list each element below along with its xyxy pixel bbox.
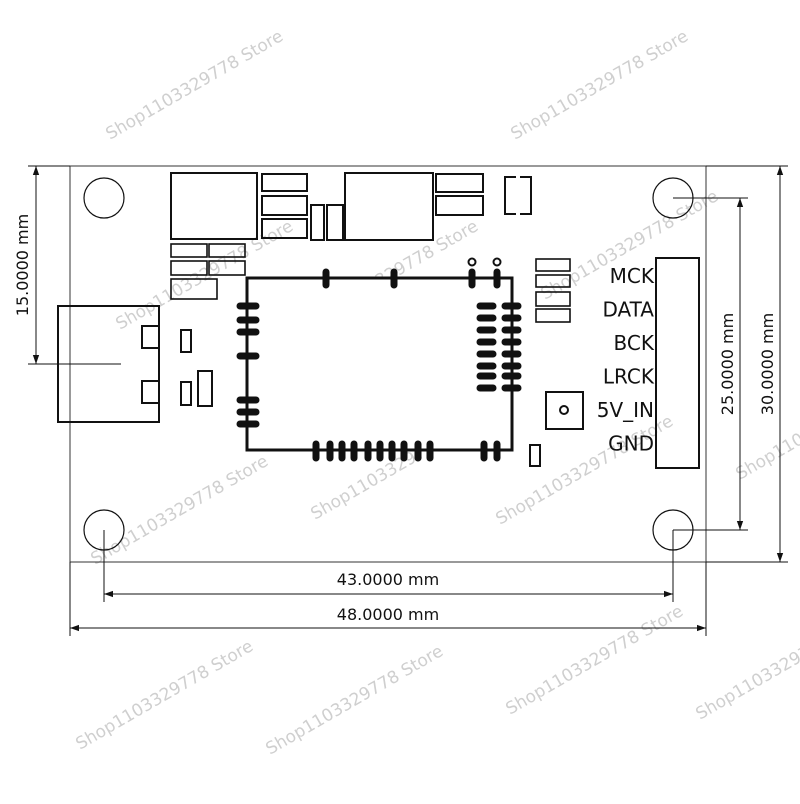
- smd-part: [530, 445, 540, 466]
- pin-label-mck: MCK: [610, 264, 655, 288]
- smd-part: [181, 382, 191, 405]
- smd-part: [536, 259, 570, 271]
- smd-part: [436, 196, 483, 215]
- smd-part: [198, 371, 212, 406]
- usb-tab: [142, 381, 159, 403]
- watermark: Shop1103329778 Store: [88, 451, 272, 569]
- dim-label-hole-spacing-y: 25.0000 mm: [718, 313, 737, 415]
- polarity-mark: [505, 177, 531, 214]
- pin-label-5v-in: 5V_IN: [597, 398, 654, 422]
- module-outline: [247, 278, 512, 450]
- watermark: Shop1103329778 Store: [263, 641, 447, 759]
- smd-part: [262, 196, 307, 215]
- watermark: Shop1103329778 Store: [73, 636, 257, 754]
- pin-label-data: DATA: [602, 298, 654, 322]
- smd-part: [311, 205, 324, 240]
- inductor-left: [171, 173, 257, 239]
- dim-label-connector-offset: 15.0000 mm: [13, 214, 32, 316]
- dim-label-hole-spacing-x: 43.0000 mm: [337, 570, 439, 589]
- smd-part: [536, 309, 570, 322]
- main-module: [240, 272, 518, 458]
- usb-tab: [142, 326, 159, 348]
- pin-label-bck: BCK: [614, 331, 655, 355]
- smd-part: [327, 205, 343, 240]
- smd-part: [181, 330, 191, 352]
- watermark: Shop1103329778 Store: [103, 26, 287, 144]
- test-pad: [546, 392, 583, 429]
- watermark: Shop1103329778 Store: [503, 601, 687, 719]
- inductor-right: [345, 173, 433, 240]
- dim-label-board-width: 48.0000 mm: [337, 605, 439, 624]
- smd-part: [436, 174, 483, 192]
- pin-label-gnd: GND: [608, 432, 654, 456]
- test-pad-dot: [560, 406, 568, 414]
- watermark: Shop1103329778 Store: [508, 26, 692, 144]
- watermark: Shop1103329778 Store: [693, 606, 800, 724]
- smd-part: [262, 174, 307, 191]
- watermark: Shop1103329778 Store: [493, 411, 677, 529]
- dim-label-board-height: 30.0000 mm: [758, 313, 777, 415]
- pin1-mark: [494, 259, 501, 266]
- pin1-mark: [469, 259, 476, 266]
- pin-label-lrck: LRCK: [603, 365, 655, 389]
- smd-part: [171, 244, 207, 257]
- mounting-hole: [84, 178, 124, 218]
